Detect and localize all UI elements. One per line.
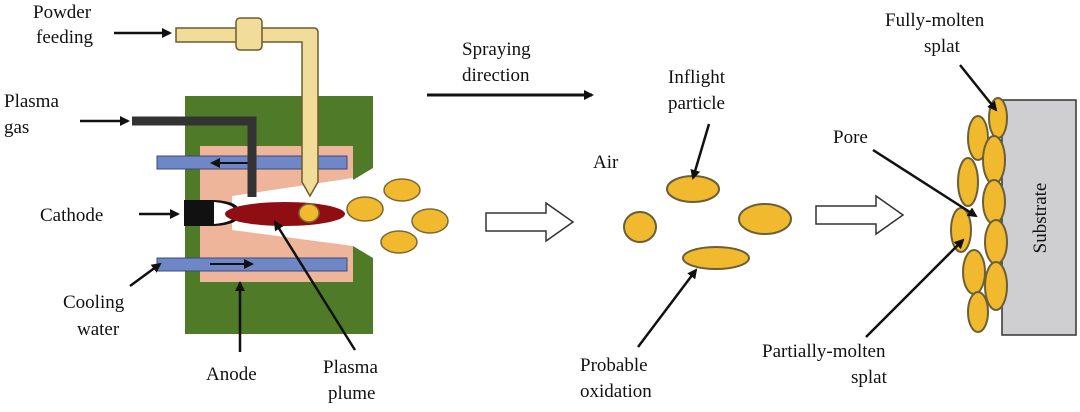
label-fully-molten-splat-2: splat <box>924 36 961 57</box>
label-powder-feeding-2: feeding <box>36 27 93 48</box>
plasma-plume <box>225 202 345 226</box>
label-fully-molten-splat-1: Fully-molten <box>885 10 985 31</box>
label-powder-feeding-1: Powder <box>33 2 92 23</box>
splat <box>982 135 1006 185</box>
leader-probable-oxidation <box>637 268 698 348</box>
plasma-torch <box>132 17 373 334</box>
spray-particles <box>346 178 449 254</box>
label-spraying-direction-1: Spraying <box>462 39 531 60</box>
label-cooling-water-1: Cooling <box>63 292 125 313</box>
inflight-particle <box>623 211 657 243</box>
leader-pore <box>872 148 978 218</box>
leader-fully-molten-splat <box>959 64 998 112</box>
splat-stack <box>950 97 1008 333</box>
spray-particle <box>383 178 421 202</box>
label-plasma-gas-1: Plasma <box>4 91 59 112</box>
substrate-label: Substrate <box>1030 183 1051 254</box>
label-probable-oxidation-2: oxidation <box>580 381 652 402</box>
spray-particle <box>380 230 418 254</box>
label-spraying-direction-2: direction <box>462 65 530 86</box>
label-cathode: Cathode <box>40 205 103 226</box>
label-cooling-water-2: water <box>77 319 120 340</box>
leader-plasma-plume <box>273 220 357 351</box>
splat <box>967 291 989 333</box>
powder-tube-coupling <box>235 17 263 51</box>
inflight-particle <box>666 175 720 203</box>
label-air: Air <box>593 152 619 173</box>
splat <box>957 157 979 207</box>
powder-feeding-tube <box>175 27 319 198</box>
label-partially-molten-splat-2: splat <box>851 367 888 388</box>
leader-partially-molten-splat <box>865 238 965 338</box>
spray-particle <box>346 196 384 222</box>
label-plasma-gas-2: gas <box>4 117 29 138</box>
process-arrow-2 <box>815 194 905 236</box>
splat <box>950 207 972 253</box>
label-partially-molten-splat-1: Partially-molten <box>762 341 886 362</box>
label-anode: Anode <box>206 364 257 385</box>
label-plasma-plume-1: Plasma <box>323 357 378 378</box>
leader-cooling-water <box>129 262 162 288</box>
spray-particle <box>411 208 449 234</box>
process-arrow-1 <box>485 201 575 243</box>
inflight-particle <box>738 203 792 235</box>
label-plasma-plume-2: plume <box>328 383 376 404</box>
label-pore: Pore <box>833 127 868 148</box>
plasma-gas-tube <box>132 116 257 197</box>
plume-particle <box>298 203 320 223</box>
leader-arrows <box>80 28 998 352</box>
label-inflight-particle-1: Inflight <box>668 67 726 88</box>
splat <box>984 219 1008 265</box>
splat <box>982 179 1006 225</box>
label-inflight-particle-2: particle <box>668 93 725 114</box>
substrate <box>1001 99 1077 336</box>
splat <box>984 261 1008 311</box>
splat <box>962 249 986 295</box>
inflight-particles <box>623 175 792 270</box>
inflight-particle <box>682 246 750 270</box>
leader-inflight-particle <box>690 123 711 180</box>
splat <box>967 115 989 161</box>
labels: Powder feeding Plasma gas Cathode Coolin… <box>4 2 985 404</box>
label-probable-oxidation-1: Probable <box>580 355 648 376</box>
